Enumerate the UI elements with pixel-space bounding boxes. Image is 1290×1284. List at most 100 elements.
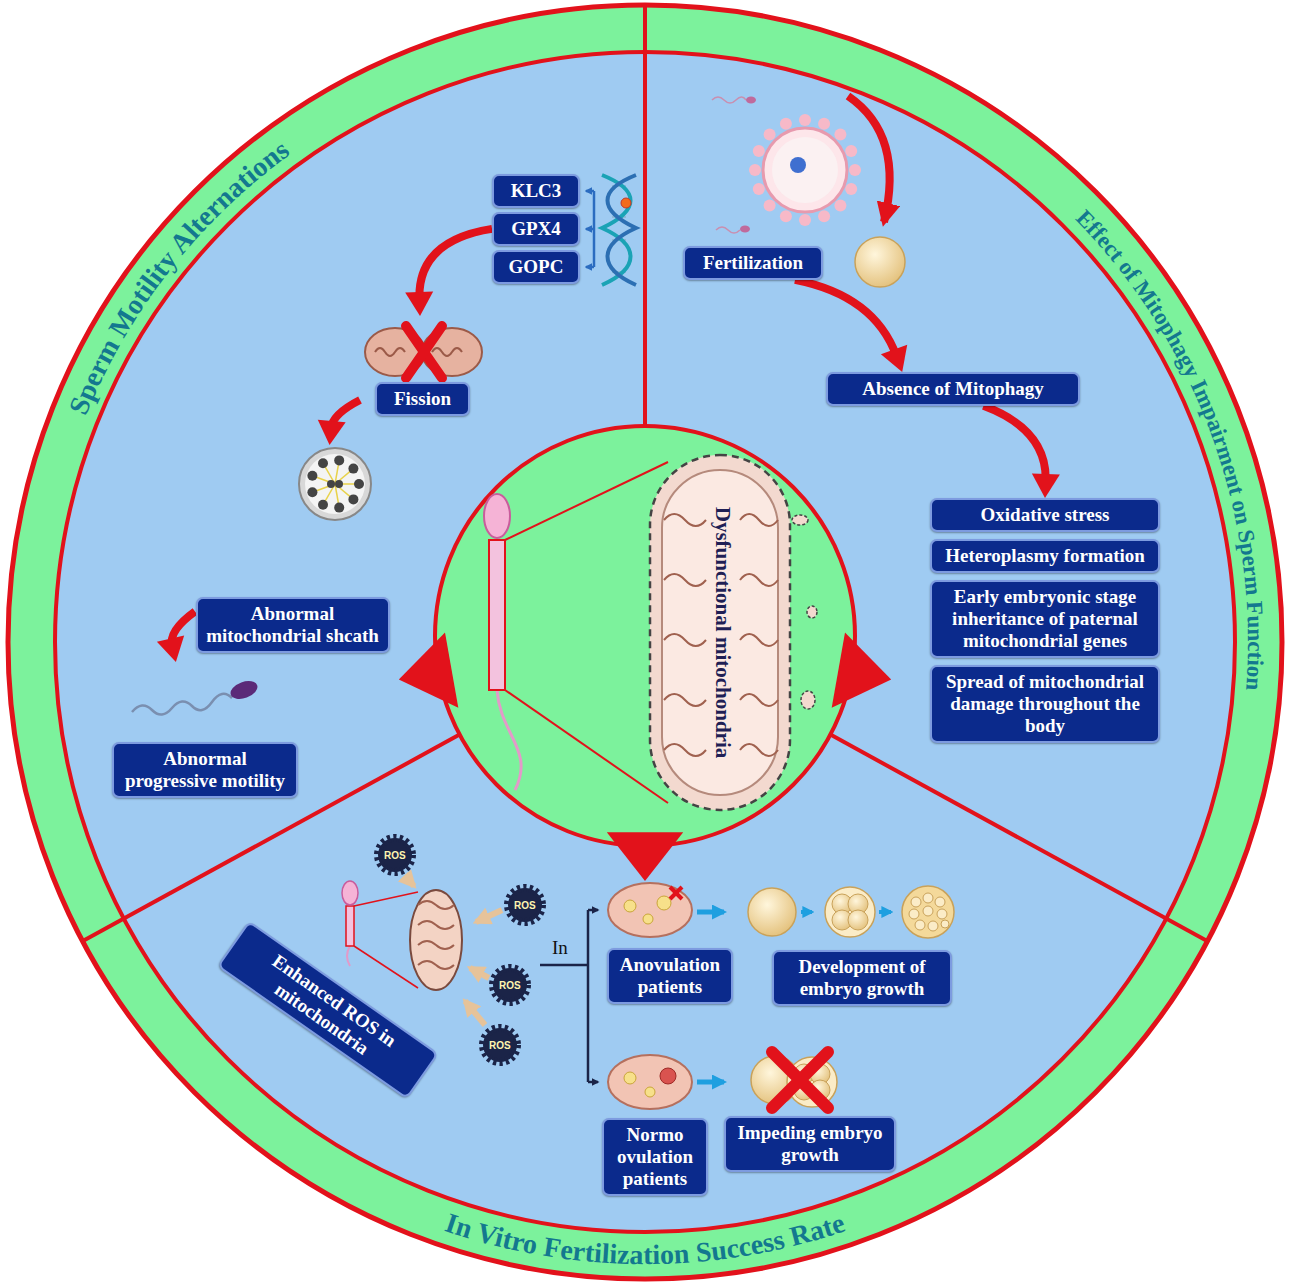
node-text: Normo ovulation patients <box>612 1124 698 1190</box>
section-title: Effect of Mitophagy Impairment on Sperm … <box>1071 205 1268 691</box>
branch-bracket <box>588 909 598 912</box>
big-arrowhead <box>832 633 892 708</box>
outcome-box: Development of embryo growth <box>772 950 952 1006</box>
connector-line <box>419 229 492 299</box>
axoneme-cross-section <box>348 494 358 504</box>
node-area: Fission <box>360 316 485 416</box>
dna-helix <box>621 198 631 208</box>
axoneme-cross-section <box>327 480 335 488</box>
ros-illustration <box>418 901 454 909</box>
embryo-development-icons <box>915 920 925 930</box>
abnormal-sperm-icon <box>132 694 232 715</box>
process-box: Absence of Mitophagy <box>826 372 1080 406</box>
ros-illustration <box>418 961 454 969</box>
oocyte-illustration <box>790 157 806 173</box>
ros-illustration <box>465 1001 485 1025</box>
ros-illustration <box>483 1028 517 1062</box>
connector-line <box>795 280 897 356</box>
dysfunctional-mitochondrion <box>664 514 706 526</box>
axoneme-cross-section <box>318 458 328 468</box>
arrow-connector <box>983 406 1059 498</box>
embryo-development-icons <box>902 886 954 938</box>
ovary-icon <box>670 887 682 899</box>
oocyte-illustration <box>849 164 861 176</box>
big-arrowhead <box>399 633 459 708</box>
axoneme-cross-section <box>318 500 328 510</box>
embryo-development-icons <box>772 1052 828 1108</box>
ros-illustration <box>418 921 454 929</box>
node-text: Oxidative stress <box>940 504 1150 526</box>
section-title: Sperm Motility Alternations <box>63 134 295 419</box>
ros-label: ROS <box>499 980 521 991</box>
dysfunctional-mitochondrion <box>664 634 706 646</box>
dysfunctional-mitochondrion <box>664 744 706 756</box>
embryo-development-icons <box>772 1052 828 1108</box>
gene-box: GPX4 <box>492 212 580 246</box>
ros-illustration <box>418 901 454 969</box>
mitochondria-fission-icon <box>406 326 442 378</box>
ros-illustration <box>476 910 502 922</box>
axoneme-cross-section <box>354 479 364 489</box>
gene-bracket <box>586 191 594 267</box>
dysfunctional-mitochondrion <box>650 455 817 810</box>
axoneme-cross-section <box>307 471 317 481</box>
embryo-development-icons <box>697 910 724 915</box>
oocyte-illustration <box>763 128 847 212</box>
oocyte-illustration <box>845 183 857 195</box>
outcome-box: Early embryonic stage inheritance of pat… <box>930 580 1160 658</box>
arrowhead <box>318 420 346 445</box>
oocyte-illustration <box>712 97 746 103</box>
arrow-connector <box>318 400 360 445</box>
oocyte-illustration <box>818 210 830 222</box>
branch-bracket <box>540 964 588 967</box>
gene-box: GOPC <box>492 250 580 284</box>
oocyte-illustration <box>740 226 750 233</box>
node-area: Abnormal progressive motility <box>108 662 302 798</box>
ros-label: ROS <box>384 850 406 861</box>
embryo-development-icons <box>801 910 812 914</box>
node-text: KLC3 <box>502 180 570 202</box>
dysfunctional-mitochondrion <box>740 694 778 706</box>
mitochondria-fission-icon <box>432 348 462 356</box>
ros-illustration <box>418 941 454 949</box>
dysfunctional-mitochondrion <box>664 694 706 706</box>
abnormal-sperm-icon <box>228 678 260 703</box>
center-circle <box>435 426 855 846</box>
oocyte-illustration <box>764 129 776 141</box>
center-circle <box>435 426 855 846</box>
node-text: Heteroplasmy formation <box>940 545 1150 567</box>
mitochondria-fission-icon <box>375 348 405 356</box>
embryo-development-icons <box>879 910 891 914</box>
oocyte-illustration <box>799 114 811 126</box>
oocyte-illustration <box>834 129 846 141</box>
dysfunctional-mitochondrion <box>792 515 808 525</box>
mitochondria-fission-icon <box>365 326 482 378</box>
gene-box: KLC3 <box>492 174 580 208</box>
process-box: Abnormal mitochondrial shcath <box>196 597 390 653</box>
ros-label: ROS <box>489 1040 511 1051</box>
sperm-illustration <box>484 462 668 803</box>
embryo-development-icons <box>825 887 875 937</box>
sector-divider <box>81 735 460 942</box>
dysfunctional-mitochondrion <box>664 574 706 586</box>
oocyte-illustration <box>753 183 765 195</box>
embryo-development-icons <box>928 921 938 931</box>
embryo-development-icons <box>911 897 921 907</box>
gene-bracket <box>586 228 594 231</box>
ovary-icon <box>608 1055 692 1109</box>
axoneme-cross-section <box>299 448 371 520</box>
sperm-illustration <box>505 462 668 540</box>
gene-bracket <box>586 190 594 193</box>
outcome-box: Abnormal progressive motility <box>112 742 298 798</box>
oocyte-illustration <box>753 145 765 157</box>
dysfunctional-mitochondrion <box>740 744 778 756</box>
node-text: Development of embryo growth <box>782 956 942 1000</box>
arrowhead <box>881 345 907 372</box>
axoneme-cross-section <box>335 480 343 488</box>
embryo-development-icons <box>697 886 954 1108</box>
ovary-icon <box>624 1072 636 1084</box>
big-arrowhead <box>399 633 891 882</box>
axoneme-cross-section <box>334 503 344 513</box>
ros-illustration <box>405 876 502 1025</box>
